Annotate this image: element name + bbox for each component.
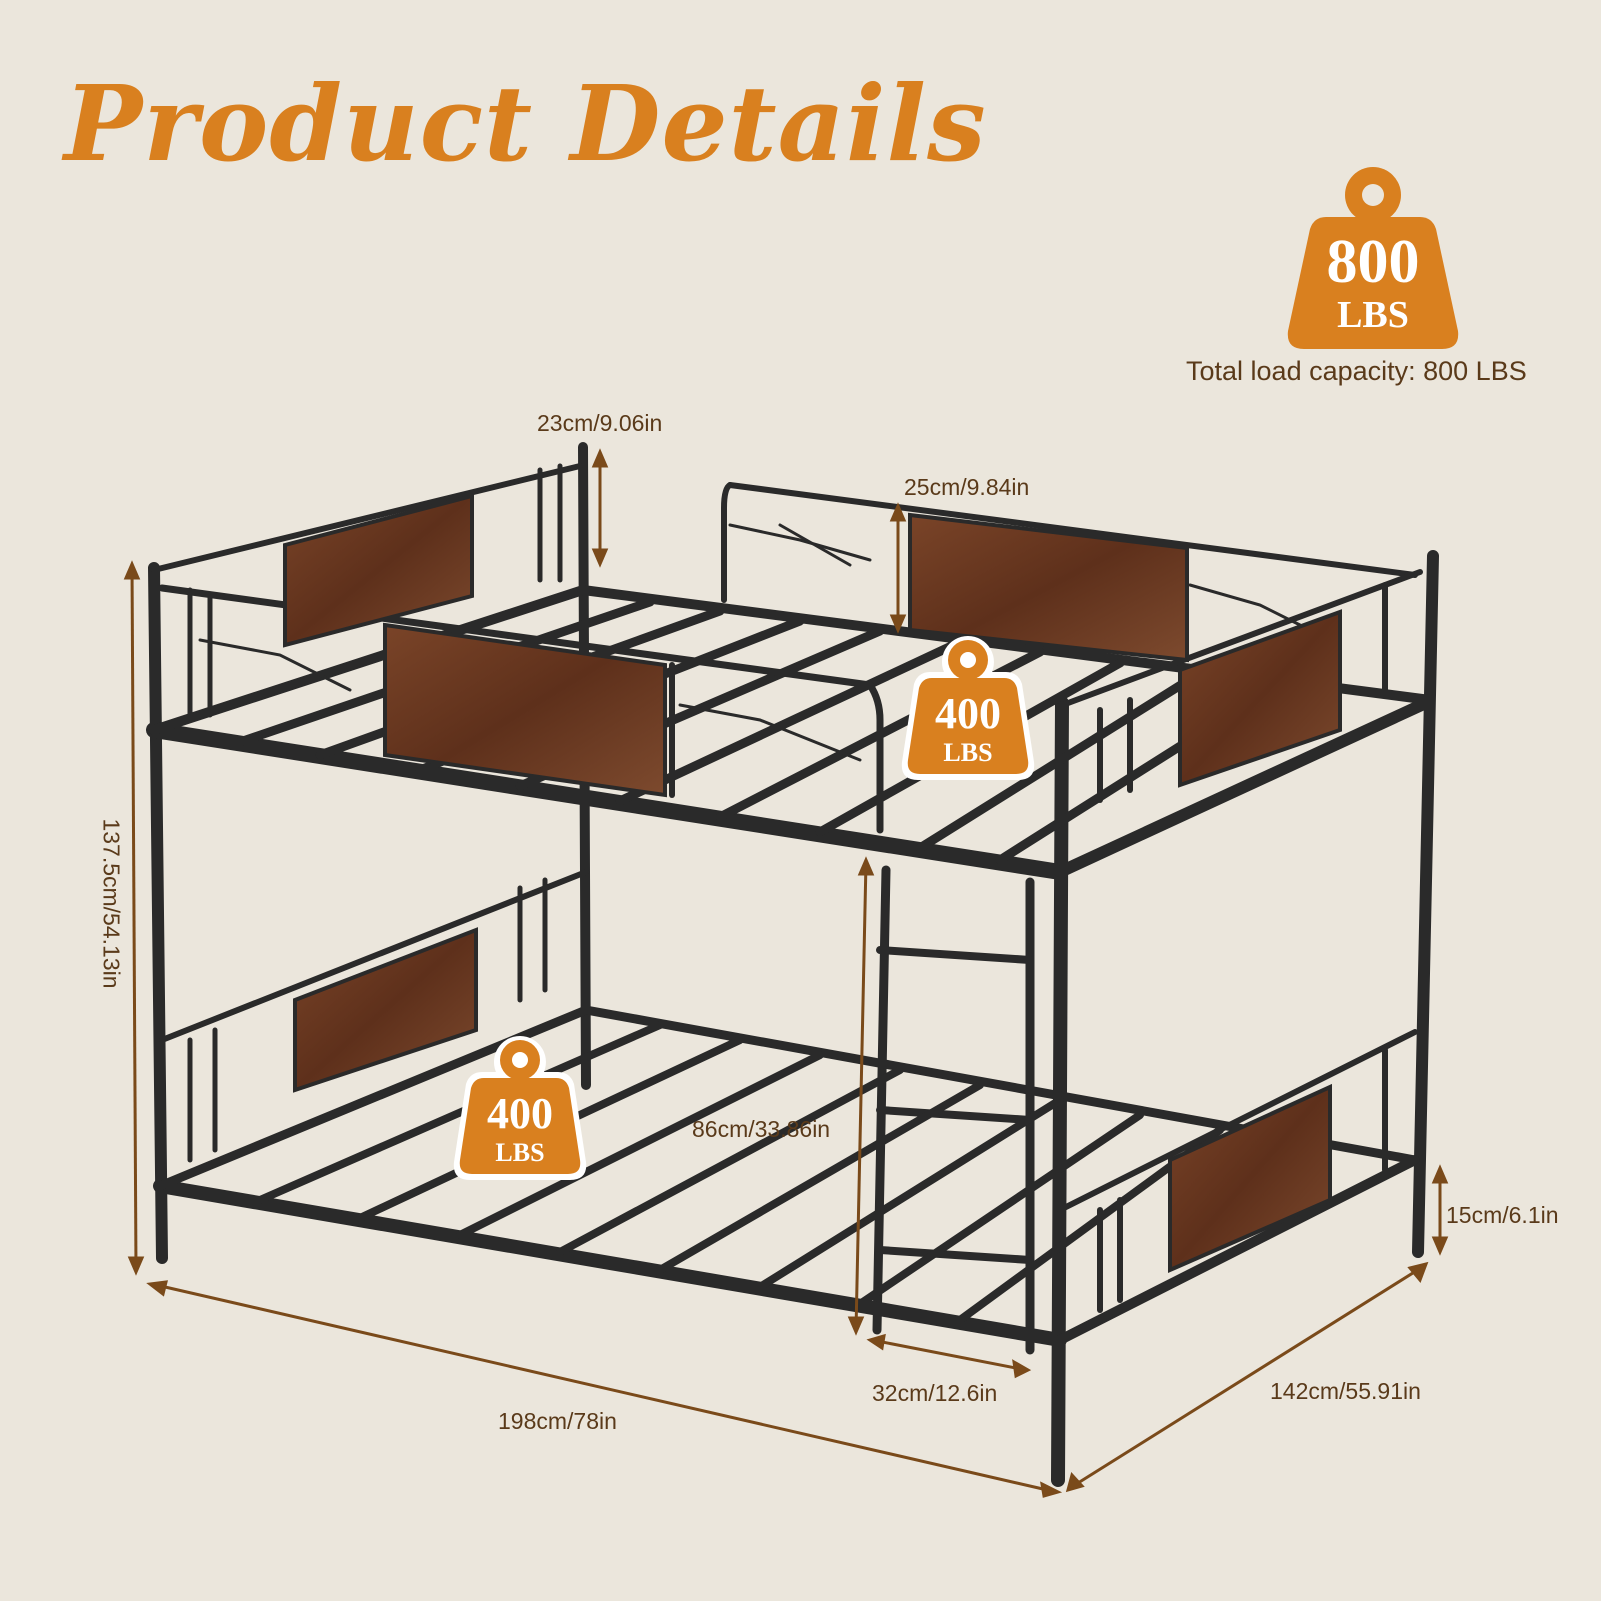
wood-panel-lower-head bbox=[293, 927, 478, 1093]
weight-value: 800 bbox=[1326, 228, 1420, 296]
dim-ladder-width: 32cm/12.6in bbox=[872, 1380, 998, 1406]
wood-panel-upper-head bbox=[283, 493, 474, 648]
weight-unit: LBS bbox=[495, 1138, 545, 1167]
weight-shape bbox=[901, 636, 1035, 780]
dim-width: 142cm/55.91in bbox=[1270, 1378, 1421, 1404]
wood-panel-upper-back bbox=[908, 512, 1189, 663]
weight-icon-top-bunk: 400 LBS bbox=[900, 636, 1036, 782]
wood-panel-lower-foot bbox=[1168, 1083, 1332, 1274]
front-left-post bbox=[148, 562, 168, 1264]
weight-shape bbox=[1287, 167, 1459, 349]
ladder-left-rail bbox=[872, 865, 891, 1335]
weight-icon-total: 800 LBS bbox=[1286, 165, 1460, 351]
back-right-post bbox=[1412, 550, 1439, 1258]
dim-floor-clearance: 15cm/6.1in bbox=[1446, 1202, 1559, 1228]
weight-value: 400 bbox=[935, 689, 1001, 738]
page-title: Product Details bbox=[64, 62, 987, 185]
dim-total-height: 137.5cm/54.13in bbox=[98, 818, 125, 989]
wood-panel-upper-foot bbox=[1178, 609, 1342, 788]
weight-value: 400 bbox=[487, 1089, 553, 1138]
weight-shape bbox=[453, 1036, 587, 1180]
dim-guardrail-height: 25cm/9.84in bbox=[904, 474, 1030, 500]
total-capacity-label: Total load capacity: 800 LBS bbox=[1186, 356, 1527, 386]
weight-icon-bottom-bunk: 400 LBS bbox=[452, 1036, 588, 1182]
dim-bunk-clearance: 86cm/33.86in bbox=[692, 1116, 831, 1142]
dim-headboard-height: 23cm/9.06in bbox=[537, 410, 663, 436]
wood-panel-upper-front bbox=[383, 622, 667, 798]
weight-unit: LBS bbox=[1337, 294, 1409, 336]
dim-length: 198cm/78in bbox=[498, 1408, 617, 1434]
weight-unit: LBS bbox=[943, 738, 993, 767]
